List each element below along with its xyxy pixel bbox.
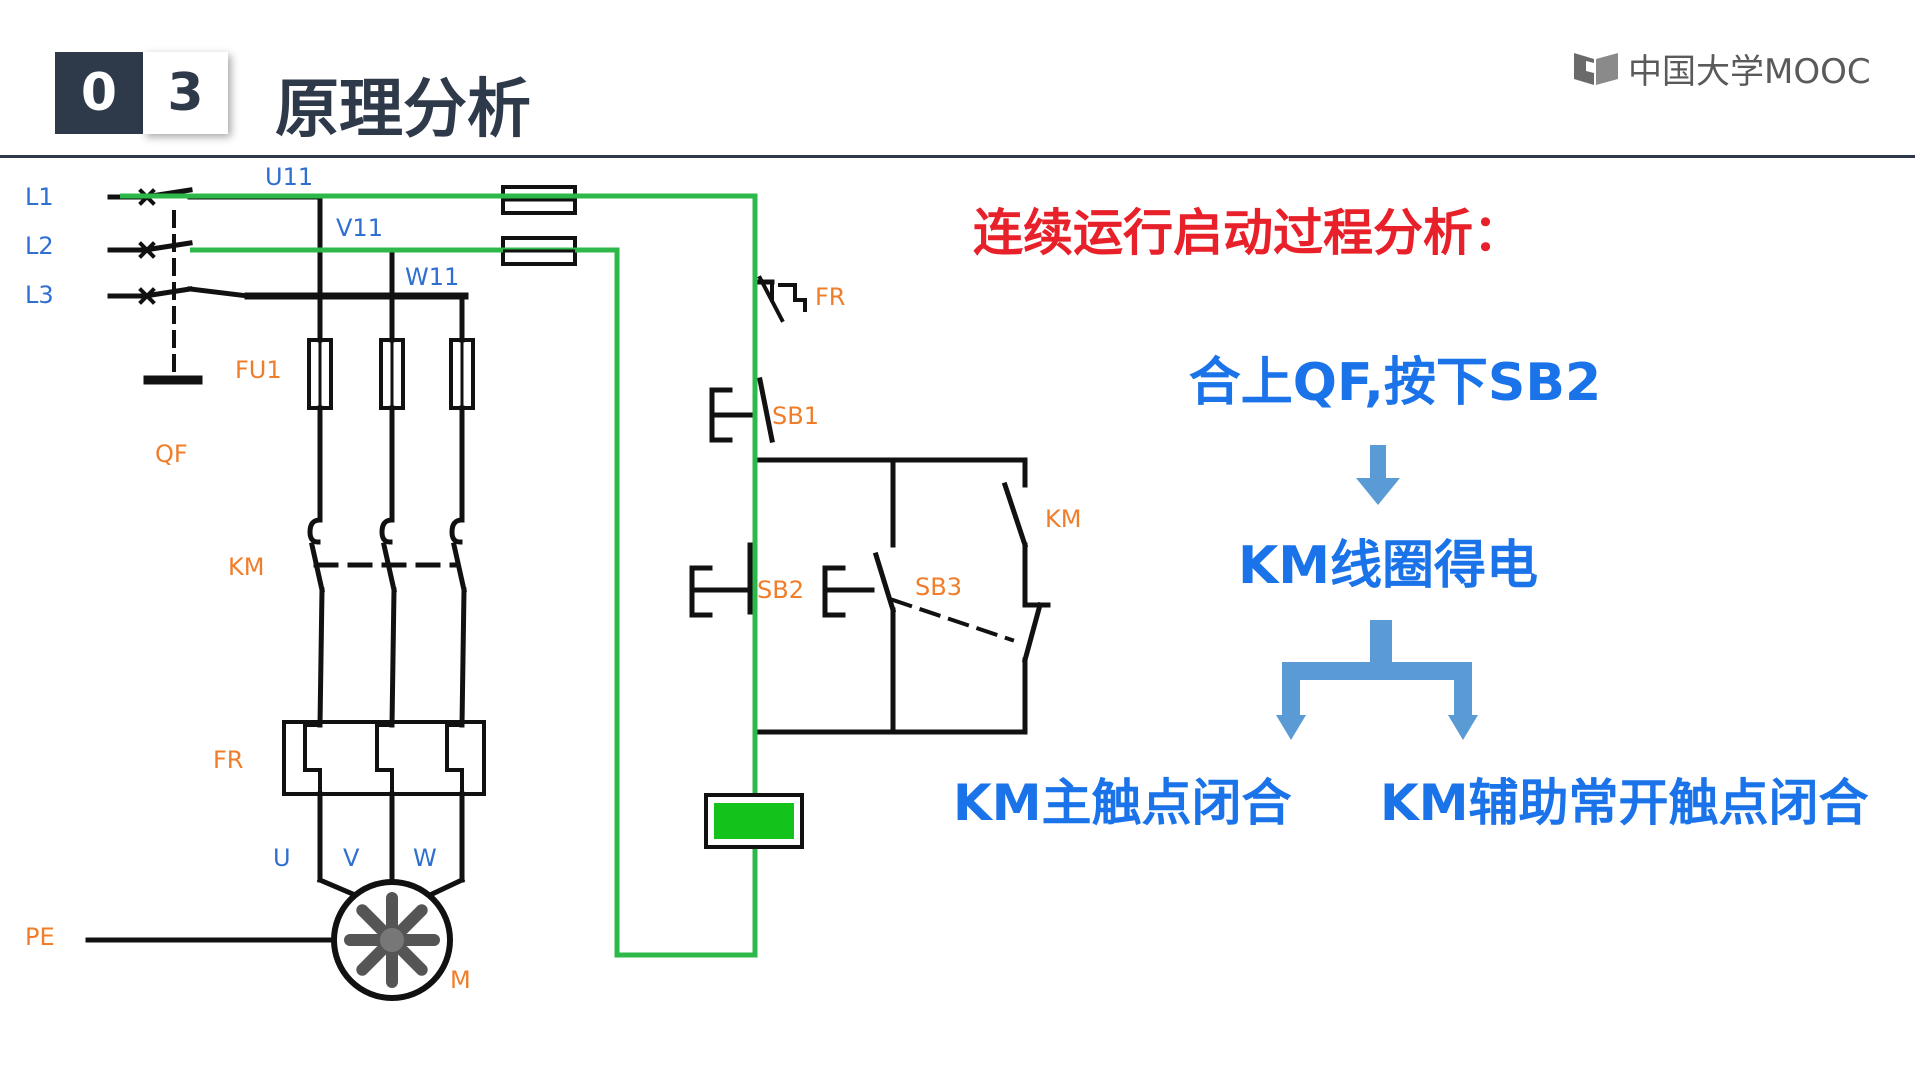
section-number-first-digit: 0 — [55, 52, 143, 134]
label-km-main: KM — [228, 553, 264, 581]
analysis-heading: 连续运行启动过程分析： — [973, 204, 1523, 262]
wire-u-fr — [317, 587, 325, 728]
ctrl-fr-contact — [757, 275, 807, 323]
label-pe: PE — [25, 923, 55, 951]
split-arrow-icon — [1276, 620, 1478, 740]
header-divider — [0, 155, 1915, 158]
label-v11: V11 — [336, 214, 383, 242]
label-w11: W11 — [405, 263, 459, 291]
km-main-contact-v — [379, 517, 397, 593]
page-title: 原理分析 — [275, 73, 531, 147]
label-fu1: FU1 — [235, 356, 282, 384]
label-fr-ctrl: FR — [815, 283, 845, 311]
analysis-flow: 连续运行启动过程分析： 合上QF,按下SB2 KM线圈得电 KM主触点闭合 KM… — [953, 204, 1869, 832]
label-l3: L3 — [25, 281, 54, 309]
ctrl-km-aux-contact-no — [1001, 481, 1029, 608]
mooc-logo: 中国大学MOOC — [1572, 44, 1871, 93]
label-l1: L1 — [25, 183, 54, 211]
label-sb1: SB1 — [772, 402, 819, 430]
label-fr-main: FR — [213, 746, 243, 774]
wire-w-fr — [459, 587, 467, 728]
label-m: M — [450, 966, 471, 994]
qf-blade-2 — [142, 240, 193, 253]
label-sb3: SB3 — [915, 573, 962, 601]
analysis-result-right: KM辅助常开触点闭合 — [1380, 774, 1869, 832]
qf-cross-2 — [138, 241, 156, 259]
ctrl-sb1-button — [709, 387, 753, 443]
label-l2: L2 — [25, 232, 54, 260]
down-arrow-icon — [1356, 445, 1400, 505]
fuse-links — [503, 198, 575, 253]
label-sb2: SB2 — [757, 576, 804, 604]
ctrl-km-aux-contact-nc — [1021, 601, 1051, 664]
label-w: W — [413, 844, 437, 872]
bus-l3-start — [187, 286, 251, 299]
km-coil-energized — [714, 803, 794, 839]
fan-icon — [344, 892, 440, 988]
active-current-path — [120, 193, 758, 958]
wire-v-fr — [389, 587, 397, 728]
analysis-step-1: 合上QF,按下SB2 — [1189, 353, 1601, 413]
fr-thermal-relay-box — [282, 720, 486, 796]
active-path-l1 — [120, 193, 758, 958]
ctrl-sb2-button — [689, 565, 748, 618]
book-logo-icon — [1574, 52, 1618, 85]
km-main-contact-u — [307, 517, 325, 593]
label-v: V — [343, 844, 360, 872]
ctrl-sb3-linkage — [890, 597, 1015, 643]
analysis-result-left: KM主触点闭合 — [953, 774, 1292, 832]
qf-blade-3 — [142, 286, 193, 299]
label-u: U — [273, 844, 291, 872]
km-main-contact-w — [449, 517, 467, 593]
section-number-second-digit: 3 — [143, 52, 228, 134]
wire-w-motor-2 — [426, 876, 466, 899]
label-u11: U11 — [265, 163, 313, 191]
label-km-aux: KM — [1045, 505, 1081, 533]
fr-element-v — [375, 723, 394, 792]
label-qf: QF — [155, 440, 188, 468]
motor-symbol — [331, 879, 453, 1001]
ctrl-sb3-button — [822, 565, 875, 618]
qf-cross-3 — [138, 287, 156, 305]
fr-element-u — [303, 723, 322, 792]
circuit-labels: L1 L2 L3 U11 V11 W11 FU1 QF KM FR U V W … — [25, 163, 1081, 994]
ctrl-sb3-contact — [872, 551, 897, 614]
analysis-step-2: KM线圈得电 — [1238, 536, 1538, 596]
fr-element-w — [445, 723, 464, 792]
wire-u-motor-2 — [316, 876, 359, 899]
ctrl-sb1-contact — [757, 377, 775, 443]
logo-text: 中国大学MOOC — [1628, 52, 1871, 92]
